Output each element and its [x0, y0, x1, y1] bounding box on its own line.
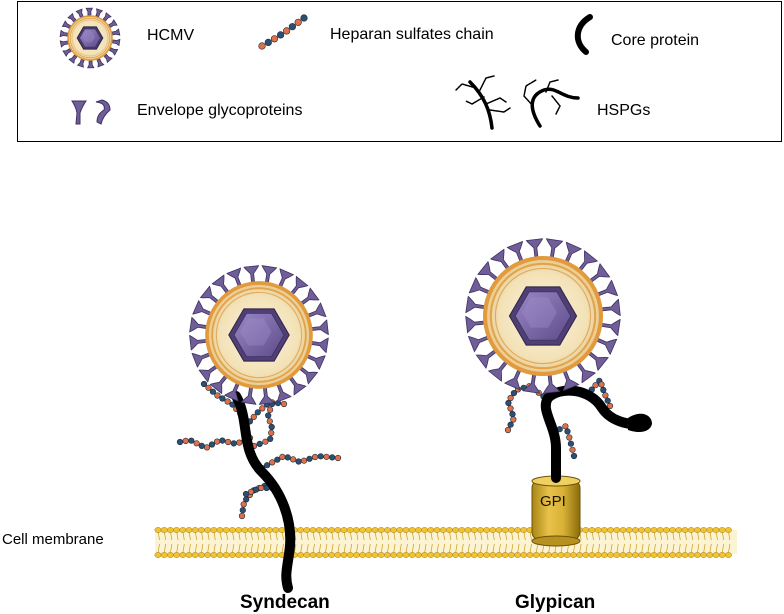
envelope-glycoprotein-spike [96, 58, 105, 68]
envelope-glycoprotein-spike [102, 12, 112, 22]
glypican-core-protein [540, 385, 652, 483]
envelope-glycoprotein-spike [61, 20, 72, 29]
envelope-glycoprotein-spike [278, 268, 295, 288]
heparan-sulfate-chain [258, 453, 342, 472]
envelope-glycoprotein-spike [506, 240, 524, 263]
envelope-glycoprotein-spike [258, 387, 275, 405]
legend-hcmv-icon [59, 7, 121, 69]
legend-label-core-protein: Core protein [611, 32, 700, 49]
envelope-glycoprotein-spike [240, 386, 257, 405]
envelope-glycoprotein-spike [288, 376, 307, 396]
envelope-glycoprotein-spike [211, 274, 230, 294]
legend-heparan-chain-icon [258, 14, 308, 50]
gpi-label: GPI [540, 493, 566, 510]
envelope-glycoprotein-spike [595, 337, 618, 355]
envelope-glycoprotein-spike [587, 351, 609, 372]
envelope-glycoprotein-spike [525, 238, 544, 258]
envelope-glycoprotein-spike [290, 275, 309, 296]
syndecan-core-protein [231, 391, 296, 593]
envelope-glycoprotein-spike [75, 8, 84, 18]
envelope-glycoprotein-spike [209, 374, 228, 395]
envelope-glycoprotein-spike [112, 38, 121, 47]
cell-membrane [154, 527, 737, 558]
envelope-glycoprotein-spike [108, 19, 118, 28]
legend-label-envelope-glycoproteins: Envelope glycoproteins [137, 102, 303, 119]
legend-label-hcmv: HCMV [147, 27, 195, 44]
gpi-anchor [531, 475, 581, 547]
syndecan-bound-hcmv-virion [189, 265, 329, 405]
envelope-glycoprotein-spike [111, 28, 121, 36]
envelope-glycoprotein-spike [562, 369, 580, 392]
envelope-glycoprotein-spike [300, 287, 320, 306]
envelope-glycoprotein-spike [76, 58, 85, 68]
envelope-glycoprotein-spike [601, 298, 621, 317]
envelope-glycoprotein-spike [59, 40, 69, 48]
envelope-glycoprotein-spike [95, 8, 104, 18]
envelope-glycoprotein-spike [108, 47, 119, 56]
envelope-glycoprotein-spike [504, 368, 522, 391]
envelope-glycoprotein-spike [199, 285, 220, 304]
envelope-glycoprotein-spike [545, 238, 564, 259]
syndecan-caption: Syndecan [240, 592, 330, 613]
envelope-glycoprotein-spike [85, 7, 93, 16]
envelope-glycoprotein-spike [67, 12, 77, 23]
heparan-sulfate-chain [258, 14, 308, 50]
cell-membrane-label: Cell membrane [2, 531, 104, 548]
envelope-glycoprotein-spike [223, 382, 240, 402]
envelope-glycoprotein-spike [596, 279, 619, 297]
envelope-glycoprotein-spike [298, 366, 319, 385]
envelope-glycoprotein-spike [600, 318, 621, 337]
envelope-glycoprotein-spike [226, 267, 242, 287]
envelope-glycoprotein-spike [468, 277, 491, 295]
envelope-glycoprotein-spike [243, 265, 260, 283]
envelope-glycoprotein-spike [522, 373, 541, 394]
envelope-glycoprotein-spike [189, 316, 208, 333]
envelope-glycoprotein-spike [564, 241, 582, 264]
envelope-glycoprotein-spike [192, 299, 212, 316]
envelope-glycoprotein-spike [542, 374, 561, 394]
envelope-glycoprotein-spike [465, 315, 485, 334]
glypican-caption: Glypican [515, 592, 596, 613]
envelope-glycoprotein-spike [306, 354, 326, 371]
envelope-glycoprotein-spike [191, 352, 211, 368]
envelope-glycoprotein-spike [307, 302, 327, 318]
envelope-glycoprotein-spike [198, 364, 218, 383]
envelope-glycoprotein-spike [62, 48, 72, 57]
legend-label-hspgs: HSPGs [597, 102, 651, 119]
envelope-glycoprotein-spike [589, 263, 611, 283]
envelope-glycoprotein-spike [59, 29, 68, 38]
legend-core-protein-icon [574, 14, 593, 55]
envelope-glycoprotein-spike [87, 60, 95, 69]
envelope-glycoprotein-spike [68, 54, 78, 64]
legend-envelope-glycoprotein-icon [71, 99, 111, 125]
legend-label-heparan-sulfates-chain: Heparan sulfates chain [330, 26, 494, 43]
envelope-glycoprotein-spike [261, 265, 278, 284]
envelope-glycoprotein-spike [465, 295, 486, 314]
envelope-glycoprotein-spike [490, 248, 510, 270]
envelope-glycoprotein-spike [475, 349, 497, 369]
legend-hspg-icons [455, 75, 580, 130]
envelope-glycoprotein-spike [311, 319, 329, 336]
envelope-glycoprotein-spike [310, 337, 329, 354]
envelope-glycoprotein-spike [487, 360, 508, 382]
envelope-glycoprotein-spike [576, 362, 596, 384]
glypican-bound-hcmv-virion [465, 238, 621, 394]
envelope-glycoprotein-spike [276, 383, 292, 403]
envelope-glycoprotein-spike [103, 53, 113, 64]
envelope-glycoprotein-spike [189, 334, 207, 351]
envelope-glycoprotein-spike [578, 250, 599, 272]
envelope-glycoprotein-spike [467, 335, 490, 353]
envelope-glycoprotein-spike [477, 260, 499, 281]
legend-box [17, 1, 782, 142]
